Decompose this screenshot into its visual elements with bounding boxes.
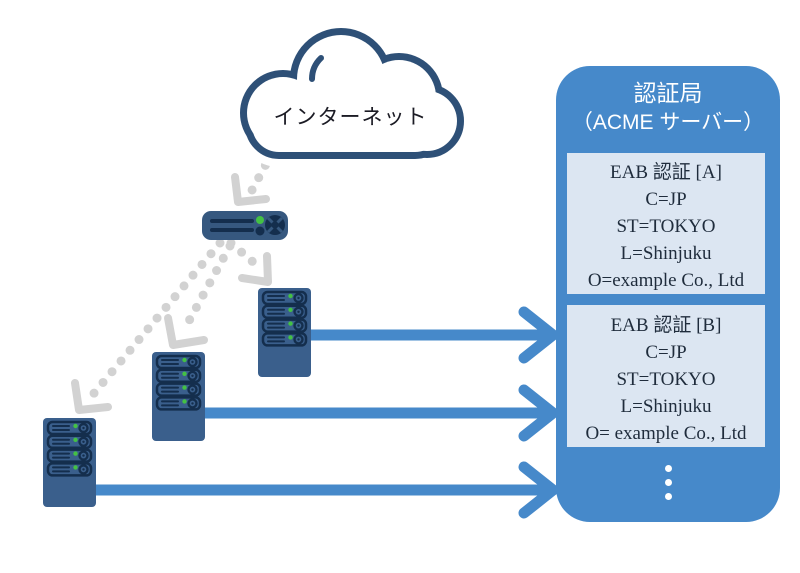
eab-a-title: EAB 認証 [A] (610, 162, 722, 183)
solid-arrow-server1-to-panel (305, 306, 559, 364)
server-icon-1 (258, 288, 311, 377)
eab-b-locality: L=Shinjuku (620, 396, 712, 417)
solid-arrow-server3-to-panel (89, 461, 559, 519)
router-icon (202, 211, 288, 240)
eab-b-title: EAB 認証 [B] (610, 315, 722, 336)
panel-title: 認証局 （ACME サーバー） (556, 79, 780, 137)
dotted-arrow-router-to-server1 (226, 238, 272, 286)
eab-credential-box-a: EAB 認証 [A] C=JP ST=TOKYO L=Shinjuku O=ex… (567, 153, 765, 294)
dotted-arrow-cloud-to-router (231, 148, 277, 206)
eab-b-state: ST=TOKYO (616, 369, 716, 390)
eab-a-org: O=example Co., Ltd (587, 270, 745, 291)
cloud-label: インターネット (273, 106, 428, 129)
router-dpad (265, 215, 285, 235)
server-icon-2 (152, 352, 205, 441)
eab-b-org: O= example Co., Ltd (585, 423, 747, 444)
solid-arrow-server2-to-panel (199, 384, 559, 442)
eab-b-country: C=JP (645, 342, 687, 363)
dotted-arrow-router-to-server2 (164, 241, 235, 349)
eab-a-locality: L=Shinjuku (620, 243, 712, 264)
eab-a-country: C=JP (645, 189, 687, 210)
eab-credential-box-b: EAB 認証 [B] C=JP ST=TOKYO L=Shinjuku O= e… (567, 305, 765, 447)
panel-title-line2: （ACME サーバー） (571, 111, 765, 134)
dotted-arrow-router-to-server3 (71, 238, 225, 414)
router-led (256, 216, 264, 224)
acme-ca-panel: 認証局 （ACME サーバー） EAB 認証 [A] C=JP ST=TOKYO… (556, 66, 780, 522)
eab-a-state: ST=TOKYO (616, 216, 716, 237)
vertical-ellipsis-icon (556, 458, 780, 507)
cloud-shine (309, 55, 324, 82)
panel-title-line1: 認証局 (633, 80, 703, 106)
solid-arrows (89, 306, 559, 519)
cloud-icon (232, 20, 472, 167)
servers (43, 288, 311, 507)
dotted-arrows (71, 148, 277, 414)
server-icon-3 (43, 418, 96, 507)
